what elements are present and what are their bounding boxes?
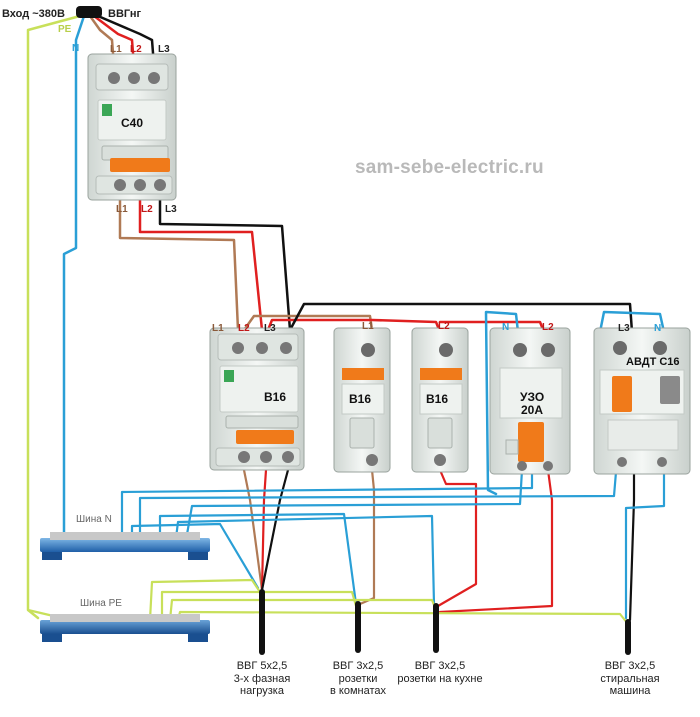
output-kitchen-cable: ВВГ 3х2,5 [414,660,466,672]
output-rooms-cable: ВВГ 3х2,5 [332,660,384,672]
n-uzo-wire [484,310,520,496]
uzo-rating: 20A [521,403,544,417]
avdt-phase: L3 [618,323,630,334]
bus-pe [40,614,210,642]
n-input-wire [62,14,86,542]
b16-l2-phase: L2 [438,321,450,332]
output-3ph-cable: ВВГ 5х2,5 [236,660,288,672]
out-l2-wire [436,468,478,608]
l2-bus-wire [266,318,442,334]
c40-rating: C40 [121,116,144,130]
output-kitchen-line2: розетки на кухне [397,672,483,685]
l1-c40-out [118,196,240,332]
uzo-phase: L2 [542,322,554,333]
l3-input-wire [96,14,156,68]
out-avdt-l [628,470,636,622]
b16-l2-rating: B16 [426,392,449,406]
output-3ph-line2: 3-х фазная [233,672,291,685]
bus-n [40,532,210,560]
output-kitchen: ВВГ 3х2,5 розетки на кухне [390,660,490,685]
output-washer-cable: ВВГ 3х2,5 [604,660,656,672]
watermark: sam-sebe-electric.ru [355,157,544,178]
output-3ph-line3: нагрузка [240,685,284,698]
uzo-label: УЗО [520,390,545,404]
rcbo-avdt [593,327,691,475]
n-avdt-out [624,470,666,620]
avdt-label: АВДТ С16 [626,356,680,368]
main-breaker-c40 [87,53,177,201]
output-washer-line2: стиральная [600,672,660,685]
wires [26,14,666,626]
c40-in-l3: L3 [158,44,170,55]
c40-in-l1: L1 [110,44,122,55]
input-cable-sheath [76,6,102,18]
n-avdt-wire [598,310,666,334]
c40-out-l1: L1 [116,204,128,215]
n-bus-rooms [158,512,358,606]
output-washer: ВВГ 3х2,5 стиральная машина [590,660,670,698]
output-cables [259,589,631,655]
breaker-b16-l2 [411,327,469,473]
l3-c40-out [158,196,292,332]
l2-c40-out [138,196,264,332]
pe-bus-3ph [148,578,262,622]
b16-3p-l1: L1 [212,323,224,334]
pe-input-label: PE [58,24,72,35]
input-label: Вход ~380В [2,8,65,20]
output-rooms-line3: в комнатах [330,685,386,698]
bus-n-label: Шина N [76,514,112,525]
breaker-b16-l1 [333,327,391,473]
n-bus-uzo-out [184,468,524,542]
b16-3p-l2: L2 [238,323,250,334]
n-bus-avdt [138,470,618,542]
breaker-b16-3pole [209,327,305,471]
c40-in-l2: L2 [130,44,142,55]
n-input-label: N [72,43,80,54]
c40-out-l3: L3 [165,204,177,215]
pe-bus-kitchen [168,598,438,622]
output-rooms: ВВГ 3х2,5 розетки в комнатах [318,660,398,698]
out-3ph-red [260,468,268,592]
pe-input-wire [26,14,82,620]
rcd-uzo [489,327,571,475]
output-rooms-line2: розетки [338,672,378,685]
out-uzo-l [438,468,554,614]
output-washer-line3: машина [609,685,651,698]
c40-out-l2: L2 [141,204,153,215]
l2-input-wire [92,14,136,68]
uzo-n: N [502,322,510,333]
l1-input-wire [88,14,116,68]
output-3ph: ВВГ 5х2,5 3-х фазная нагрузка [222,660,302,698]
l3-bus-wire [288,302,634,334]
out-3ph-brown [242,468,264,592]
l1-bus-wire [242,314,374,332]
pe-bus-avdt [176,610,630,626]
b16-3p-l3: L3 [264,323,276,334]
input-cable-label: ВВГнг [108,8,142,20]
avdt-n: N [654,323,662,334]
b16-l1-phase: L1 [362,321,374,332]
b16-l1-rating: B16 [349,392,372,406]
n-bus-uzo [120,468,534,542]
out-3ph-black [260,468,290,592]
n-bus-kitchen [174,514,436,606]
b16-3p-rating: B16 [264,390,287,404]
bus-pe-label: Шина PE [80,598,122,609]
